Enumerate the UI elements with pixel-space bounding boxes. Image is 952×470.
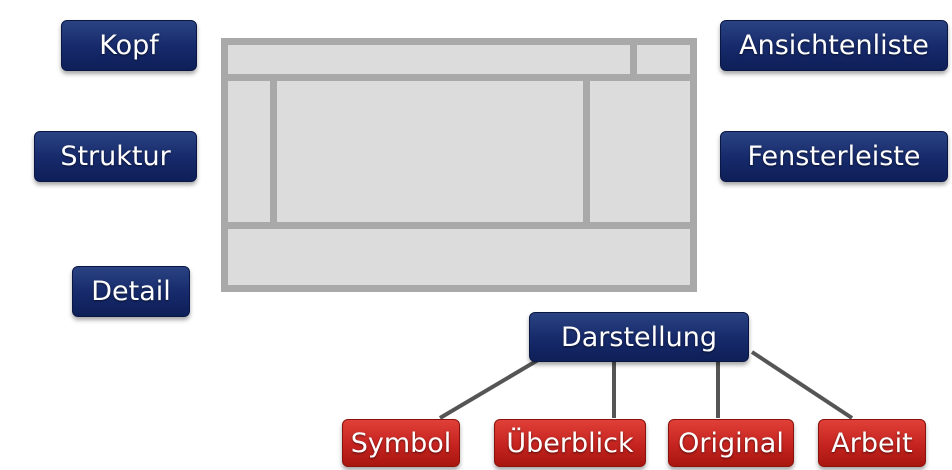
connector-symbol: [438, 358, 540, 420]
detail-pane: [221, 222, 697, 292]
mode-ueberblick: Überblick: [494, 419, 646, 467]
mode-arbeit: Arbeit: [818, 419, 926, 467]
label-detail: Detail: [72, 266, 190, 317]
connector-arbeit: [750, 350, 854, 420]
label-darstellung: Darstellung: [529, 312, 749, 362]
label-ansichtenliste: Ansichtenliste: [720, 20, 948, 71]
label-kopf: Kopf: [61, 20, 197, 71]
mode-original: Original: [668, 419, 794, 467]
label-struktur: Struktur: [34, 131, 197, 182]
mode-symbol: Symbol: [342, 419, 460, 467]
label-fensterleiste: Fensterleiste: [720, 131, 948, 182]
